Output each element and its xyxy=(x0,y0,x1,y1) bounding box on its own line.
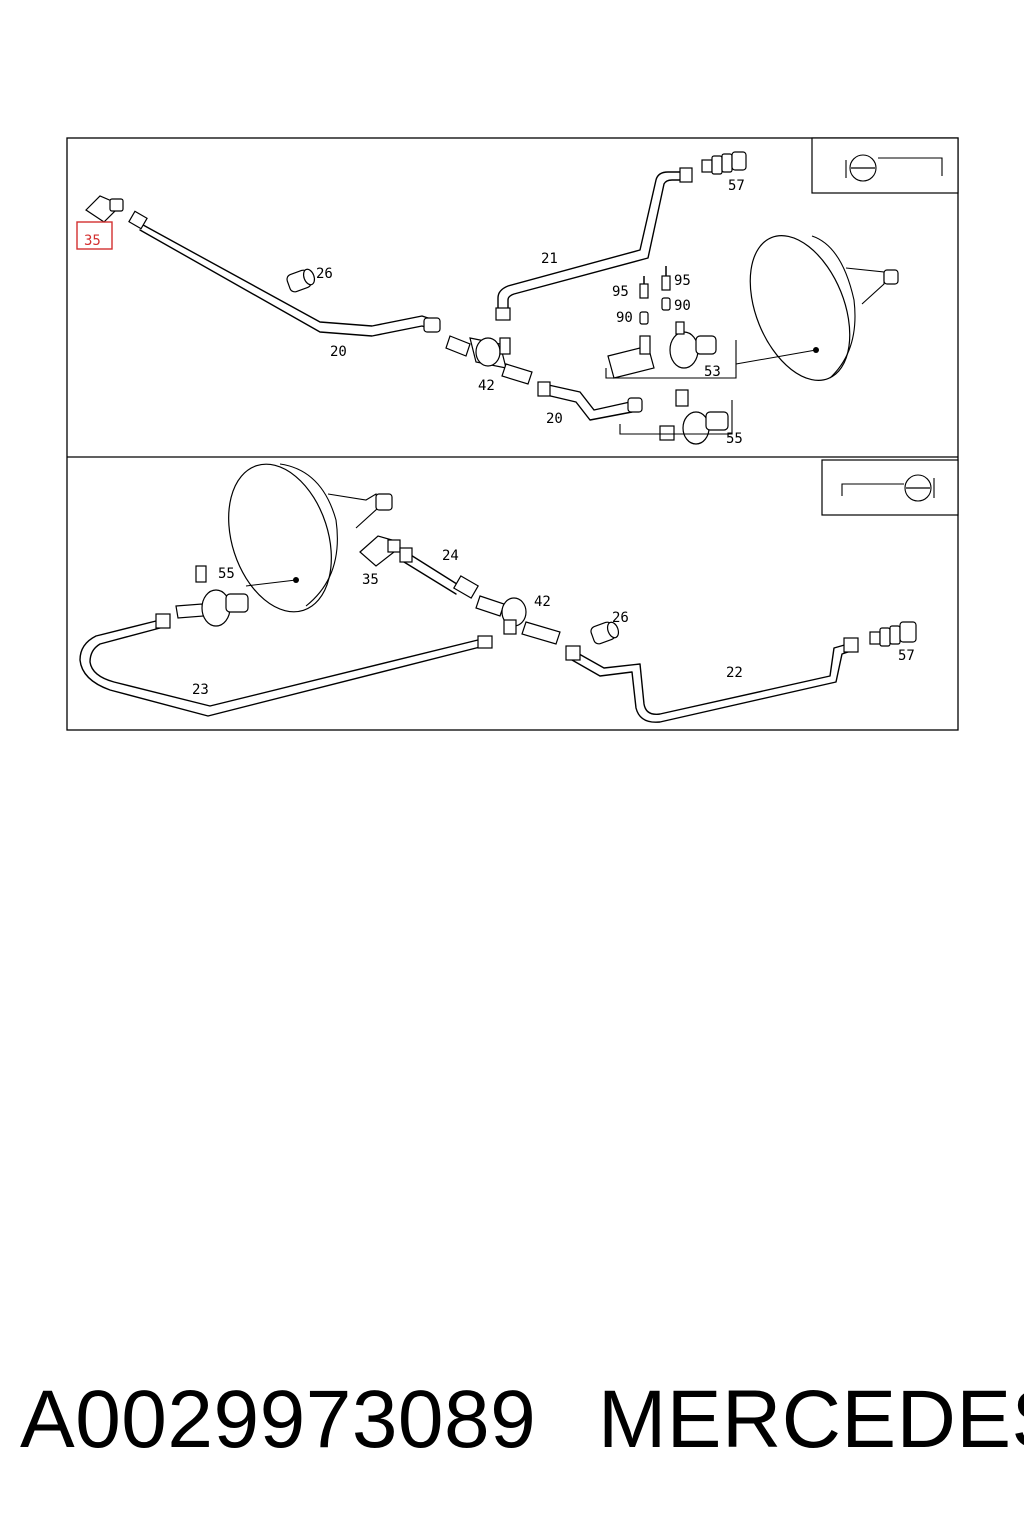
sleeve-26[interactable] xyxy=(286,268,317,293)
brake-booster-bottom xyxy=(228,463,393,613)
valve-55-bottom[interactable] xyxy=(175,565,249,627)
connector-57-top[interactable] xyxy=(701,151,747,175)
vacuum-line-20[interactable] xyxy=(128,210,441,337)
label-35: 35 xyxy=(362,572,379,588)
label-90: 90 xyxy=(674,298,691,314)
label-20: 20 xyxy=(330,344,347,360)
label-57: 57 xyxy=(728,178,745,194)
check-valve-42-bottom[interactable] xyxy=(475,595,561,645)
label-42: 42 xyxy=(534,594,551,610)
part-number: A0029973089 xyxy=(20,1374,537,1465)
check-valve-42-top[interactable] xyxy=(445,335,533,385)
vacuum-line-22[interactable] xyxy=(565,637,859,723)
bottom-panel: 55 35 24 42 26 57 23 22 xyxy=(79,459,959,723)
filter-95-left[interactable] xyxy=(639,276,649,299)
label-23: 23 xyxy=(192,682,209,698)
filter-95-right[interactable] xyxy=(661,266,671,291)
vacuum-line-24[interactable] xyxy=(399,547,479,599)
brand-name: MERCEDES xyxy=(598,1374,1024,1465)
connector-57-bottom[interactable] xyxy=(869,621,917,647)
top-orientation-inset xyxy=(811,137,959,194)
label-55: 55 xyxy=(726,431,743,447)
elbow-connector-35[interactable] xyxy=(85,195,124,223)
bracket-55 xyxy=(619,400,733,435)
label-42: 42 xyxy=(478,378,495,394)
elbow-connector-35-bottom[interactable] xyxy=(359,535,401,567)
seal-90-right[interactable] xyxy=(661,297,671,311)
label-20: 20 xyxy=(546,411,563,427)
label-95: 95 xyxy=(612,284,629,300)
label-24: 24 xyxy=(442,548,459,564)
label-53: 53 xyxy=(704,364,721,380)
diagram-frame xyxy=(66,137,959,731)
label-95: 95 xyxy=(674,273,691,289)
steering-wheel-icon xyxy=(849,154,877,182)
label-55: 55 xyxy=(218,566,235,582)
brake-booster-top xyxy=(735,235,899,381)
footer: A0029973089 MERCEDES xyxy=(0,1370,1024,1480)
steering-wheel-icon xyxy=(904,474,932,502)
label-90: 90 xyxy=(616,310,633,326)
highlight-box-35 xyxy=(76,221,113,250)
seal-90-left[interactable] xyxy=(639,311,649,325)
label-22: 22 xyxy=(726,665,743,681)
label-57: 57 xyxy=(898,648,915,664)
top-panel: 35 26 20 21 42 20 57 95 95 90 90 53 55 xyxy=(76,137,959,447)
label-21: 21 xyxy=(541,251,558,267)
vacuum-line-21[interactable] xyxy=(495,167,693,321)
vacuum-line-23[interactable] xyxy=(79,613,493,717)
label-26: 26 xyxy=(316,266,333,282)
parts-diagram: 35 26 20 21 42 20 57 95 95 90 90 53 55 xyxy=(66,137,959,731)
valve-53[interactable] xyxy=(607,321,717,379)
vacuum-line-20-short[interactable] xyxy=(537,381,643,421)
label-35-highlighted: 35 xyxy=(84,233,101,249)
sleeve-26-bottom[interactable] xyxy=(590,621,621,645)
valve-55-top[interactable] xyxy=(659,389,729,445)
bottom-orientation-inset xyxy=(821,459,959,516)
label-26: 26 xyxy=(612,610,629,626)
bracket-53 xyxy=(605,340,737,379)
